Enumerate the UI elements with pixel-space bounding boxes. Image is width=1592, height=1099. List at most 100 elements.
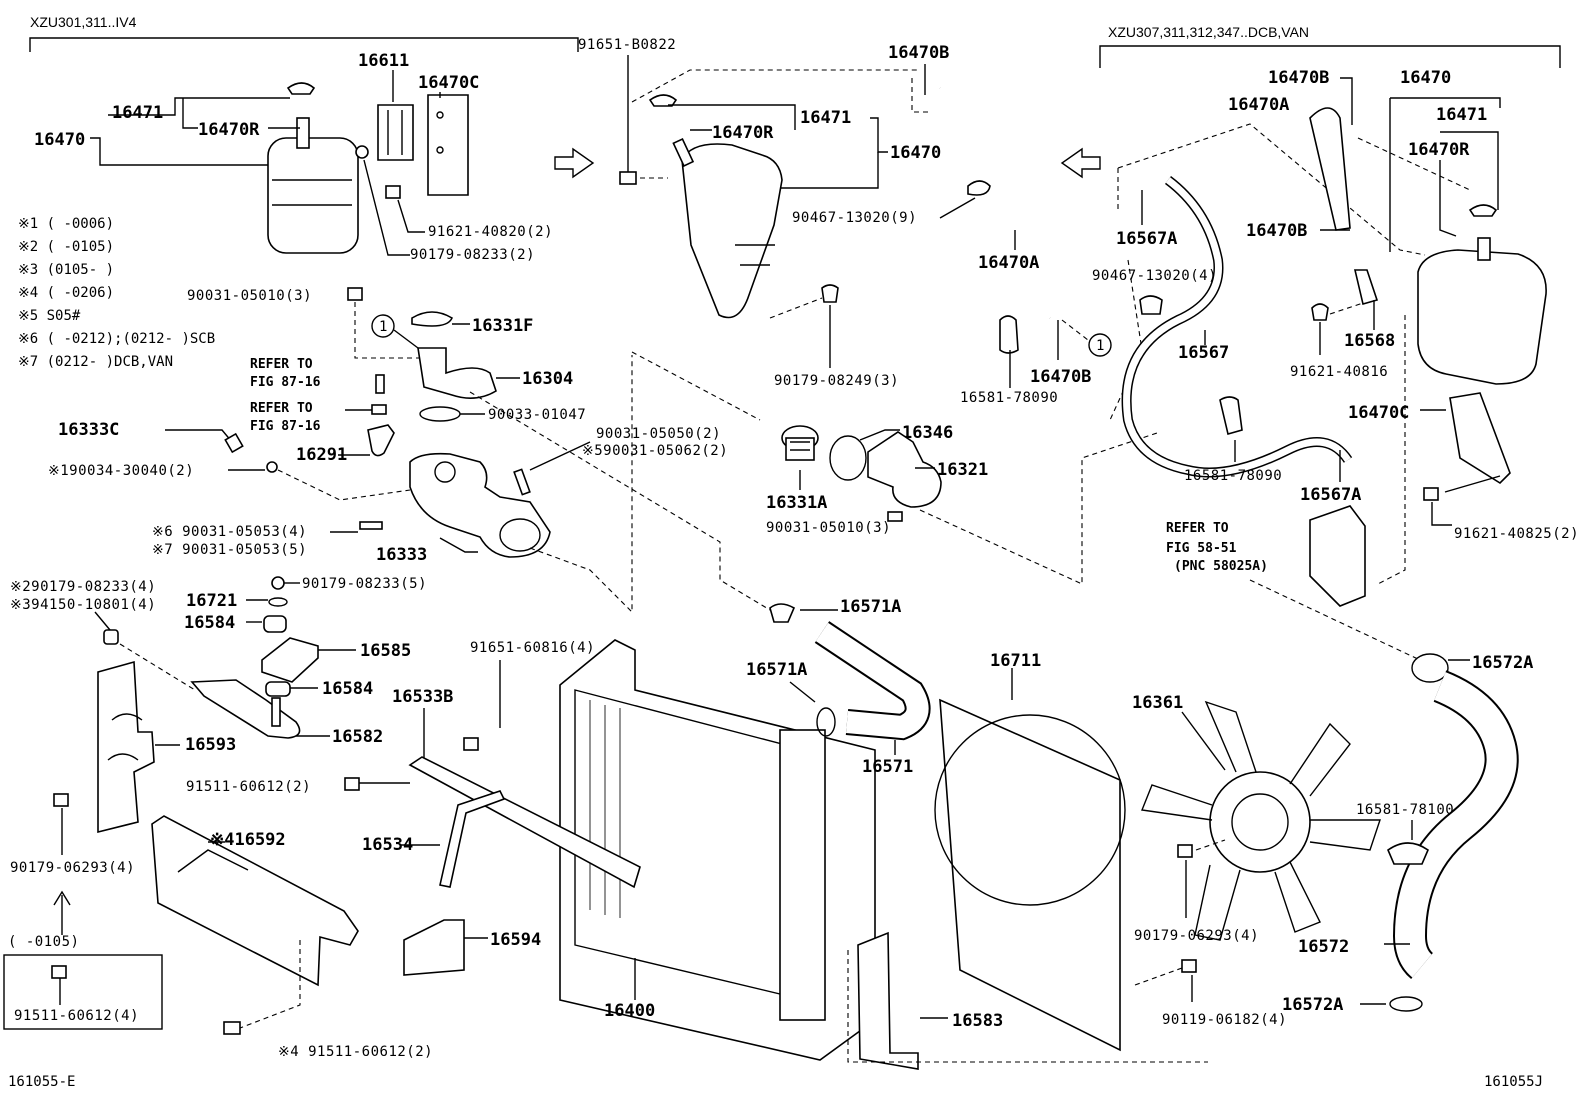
- label-16304: 16304: [522, 369, 573, 389]
- label-16470B-top: 16470B: [888, 43, 949, 63]
- cushion-16584-b: [265, 681, 291, 697]
- note-7: ※7 (0212- )DCB,VAN: [18, 354, 173, 370]
- inset-part: 91511-60612(4): [14, 1008, 139, 1024]
- label-16534: 16534: [362, 835, 413, 855]
- clamp-16571A-b: [816, 707, 836, 737]
- tank-body-left: [267, 137, 359, 254]
- bracket-left: [29, 37, 579, 52]
- reserve-tank-right: [1417, 204, 1547, 385]
- clip-16581-78100: [1387, 842, 1429, 865]
- gasket-16331F: [411, 311, 454, 327]
- inset-range: ( -0105): [8, 934, 79, 950]
- ref-fig87-a-line2: FIG 87-16: [250, 375, 321, 390]
- label-16470A-mid: 16470A: [978, 253, 1039, 273]
- label-16584-b: 16584: [322, 679, 373, 699]
- pipe-fig87-a: [375, 374, 385, 394]
- arrow-up: [53, 890, 71, 935]
- label-16721: 16721: [186, 591, 237, 611]
- fan-16361: [1141, 700, 1381, 941]
- bolt-90031-05050: [513, 468, 531, 496]
- label-90031-05010-3a: 90031-05010(3): [187, 288, 312, 304]
- bracket-right: [1099, 45, 1561, 68]
- plug-16333C: [224, 432, 244, 454]
- bracket-16470C-right: [1449, 392, 1511, 485]
- note-1: ※1 ( -0006): [18, 216, 114, 232]
- label-16593: 16593: [185, 735, 236, 755]
- bracket-16611: [377, 104, 414, 161]
- note-3: ※3 (0105- ): [18, 262, 114, 278]
- label-16581-78100: 16581-78100: [1356, 802, 1454, 818]
- clamp-16572A-b: [1389, 996, 1423, 1012]
- mud-guard-58025A: [1309, 505, 1366, 607]
- label-90031-05010-3b: 90031-05010(3): [766, 520, 891, 536]
- bolt-91621-40816: [1311, 303, 1329, 321]
- arrow-left: [1060, 147, 1101, 179]
- bolt-90031-05010-b: [887, 511, 903, 522]
- bracket-16470C-left: [427, 94, 469, 196]
- label-91621-40820: 91621-40820(2): [428, 224, 553, 240]
- label-16567A-b: 16567A: [1300, 485, 1361, 505]
- clamp-16571A-a: [769, 603, 796, 623]
- label-16470C-r: 16470C: [1348, 403, 1409, 423]
- inset-box: [3, 954, 163, 1030]
- label-16471-left: 16471: [112, 103, 163, 123]
- inset-bolt: [51, 965, 67, 979]
- cushion-16584-a: [263, 615, 287, 633]
- label-91621-40816: 91621-40816: [1290, 364, 1388, 380]
- gasket-90034: [266, 461, 278, 473]
- note-2: ※2 ( -0105): [18, 239, 114, 255]
- label-16594: 16594: [490, 930, 541, 950]
- label-91511-60612-2a: 91511-60612(2): [186, 779, 311, 795]
- label-16533B: 16533B: [392, 687, 453, 707]
- water-inlet-16321: [867, 431, 942, 508]
- label-16470R-r: 16470R: [1408, 140, 1470, 160]
- label-16470B-r1: 16470B: [1268, 68, 1329, 88]
- label-16571A-a: 16571A: [840, 597, 901, 617]
- header-left: XZU301,311..IV4: [30, 14, 137, 30]
- label-16470C-left: 16470C: [418, 73, 479, 93]
- ref-fig58-line1: REFER TO: [1166, 521, 1229, 536]
- label-16572A-b: 16572A: [1282, 995, 1343, 1015]
- label-90179-08249: 90179-08249(3): [774, 373, 899, 389]
- tank-cap-left: [296, 117, 310, 149]
- header-right: XZU307,311,312,347..DCB,VAN: [1108, 24, 1309, 40]
- bolt-91621-left: [385, 185, 401, 199]
- bolt-91511-b: [223, 1021, 241, 1035]
- ref-fig87-a-line1: REFER TO: [250, 357, 313, 372]
- note-6: ※6 ( -0212);(0212- )SCB: [18, 331, 215, 347]
- clip-90467-13020-mid: [967, 180, 991, 196]
- label-16400: 16400: [604, 1001, 655, 1021]
- label-16581-78090-a: 16581-78090: [960, 390, 1058, 406]
- label-16470R-mid: 16470R: [712, 123, 774, 143]
- label-16470B-r2: 16470B: [1246, 221, 1307, 241]
- note-4: ※4 ( -0206): [18, 285, 114, 301]
- bracket-16583: [857, 931, 919, 1070]
- notes-list: ※1 ( -0006) ※2 ( -0105) ※3 (0105- ) ※4 (…: [18, 216, 215, 370]
- label-90467-13020-9: 90467-13020(9): [792, 210, 917, 226]
- clip-90179-left: [355, 145, 369, 159]
- circle-ref-1-text: 1: [379, 319, 387, 335]
- label-16470-r: 16470: [1400, 68, 1451, 88]
- bolt-90179-06293-b: [1177, 844, 1193, 858]
- label-16471-mid: 16471: [800, 108, 851, 128]
- label-90179-06293-4b: 90179-06293(4): [1134, 928, 1259, 944]
- label-16711: 16711: [990, 651, 1041, 671]
- label-16361: 16361: [1132, 693, 1183, 713]
- shroud-16592: [151, 815, 359, 987]
- clip-90467-13020-right: [1139, 295, 1163, 315]
- bolt-91651-b0822: [619, 171, 637, 185]
- label-16592: ※416592: [210, 830, 286, 850]
- label-16346: 16346: [902, 423, 953, 443]
- label-90119-06182: 90119-06182(4): [1162, 1012, 1287, 1028]
- stay-16534: [439, 790, 506, 888]
- label-16582: 16582: [332, 727, 383, 747]
- label-16567A-a: 16567A: [1116, 229, 1177, 249]
- pipe-16291: [367, 424, 395, 457]
- label-94150-10801: ※394150-10801(4): [10, 597, 156, 613]
- hose-16470A-right: [1309, 107, 1351, 231]
- nut-90179-08233-5: [271, 576, 285, 590]
- bolt-90031-05053: [359, 521, 383, 530]
- label-16470R-left: 16470R: [198, 120, 260, 140]
- label-16611: 16611: [358, 51, 409, 71]
